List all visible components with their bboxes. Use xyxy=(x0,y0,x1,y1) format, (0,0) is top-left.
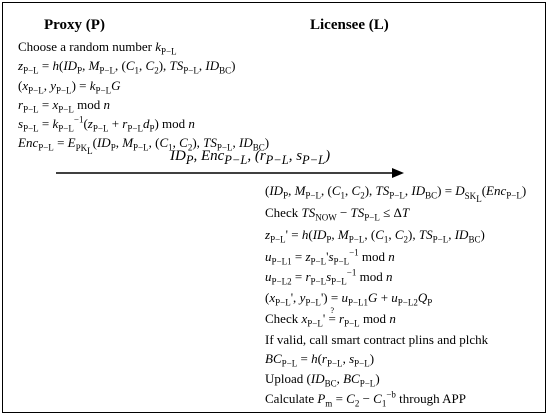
proxy-step-4: rP−L = xP−L mod n xyxy=(18,97,110,115)
proxy-step-2: zP−L = h(IDP, MP−L, (C1, C2), TSP−L, IDB… xyxy=(18,58,236,76)
message-label: IDP, EncP−L, (rP−L, sP−L) xyxy=(170,148,331,167)
proxy-header: Proxy (P) xyxy=(44,17,105,33)
licensee-header: Licensee (L) xyxy=(310,17,389,33)
licensee-step-10: Upload (IDBC, BCP−L) xyxy=(265,371,380,389)
proxy-step-6: EncP−L = EPKL(IDP, MP−L, (C1, C2), TSP−L… xyxy=(18,135,270,156)
protocol-frame xyxy=(2,2,546,413)
proxy-step-3: (xP−L, yP−L) = kP−LG xyxy=(18,78,121,96)
message-arrow xyxy=(56,168,404,178)
licensee-step-6: (xP−L', yP−L') = uP−L1G + uP−L2QP xyxy=(265,290,433,308)
licensee-step-2: Check TSNOW − TSP−L ≤ ΔT xyxy=(265,205,410,223)
licensee-step-3: zP−L' = h(IDP, MP−L, (C1, C2), TSP−L, ID… xyxy=(265,227,485,245)
licensee-step-1: (IDP, MP−L, (C1, C2), TSP−L, IDBC) = DSK… xyxy=(265,183,527,204)
proxy-step-1-label: Choose a random number xyxy=(18,39,152,54)
licensee-step-4: uP−L1 = zP−L'sP−L−1 mod n xyxy=(265,247,395,267)
proxy-step-1: Choose a random number kP−L xyxy=(18,39,177,57)
proxy-step-5: sP−L = kP−L−1(zP−L + rP−LdP) mod n xyxy=(18,114,195,134)
licensee-step-5: uP−L2 = rP−LsP−L−1 mod n xyxy=(265,267,393,287)
licensee-step-7: Check xP−L' =? rP−L mod n xyxy=(265,306,396,329)
licensee-step-8: If valid, call smart contract plins and … xyxy=(265,332,489,347)
licensee-step-11: Calculate Pm = C2 − C1−b through APP xyxy=(265,389,466,409)
licensee-step-9: BCP−L = h(rP−L, sP−L) xyxy=(265,351,375,369)
